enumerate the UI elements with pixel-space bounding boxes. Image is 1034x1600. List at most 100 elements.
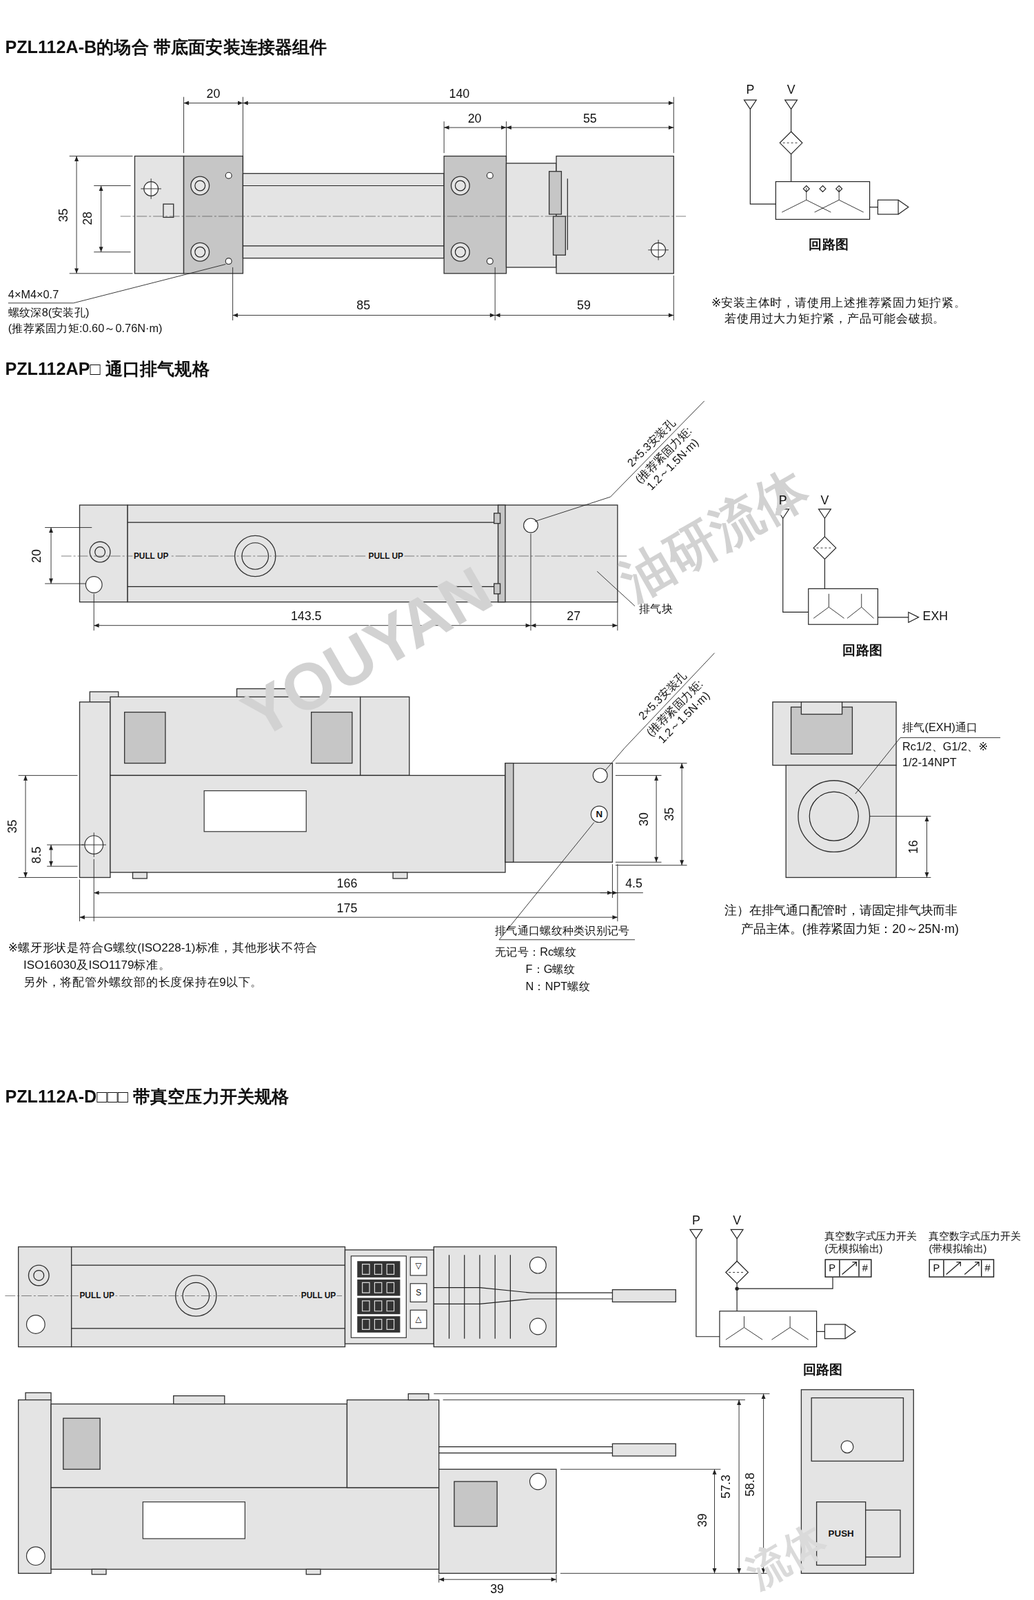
- dimension-line: [51, 528, 52, 584]
- dimension-value: 39: [696, 1513, 711, 1528]
- port-exhaust-side-view: [505, 763, 514, 864]
- pressure-switch-top-view: [433, 1288, 613, 1305]
- circuit-symbol: [783, 142, 800, 144]
- thread-code: F：G螺纹: [525, 962, 575, 977]
- port-exhaust-end-view: [772, 702, 897, 879]
- dimension-line: [714, 1469, 715, 1574]
- port-exhaust-top-view: [79, 505, 128, 603]
- circuit-symbol: [776, 509, 919, 625]
- circuit-symbol: [790, 108, 792, 132]
- dimension-line: [869, 816, 932, 879]
- circuit-symbol: [877, 199, 899, 215]
- bottom-mount-view: [195, 180, 206, 191]
- dimension-line: [232, 267, 675, 321]
- dimension-value: 20: [31, 549, 45, 564]
- dimension-line: [69, 156, 134, 274]
- dimension-line: [232, 315, 496, 316]
- pressure-switch-top-view: [71, 1247, 346, 1347]
- section-heading: PZL112A-D□□□ 带真空压力开关规格: [4, 1087, 289, 1108]
- port-exhaust-side-view: [590, 806, 608, 824]
- pressure-switch-top-view: [18, 1247, 72, 1347]
- port-label: P: [692, 1214, 701, 1229]
- circuit-symbol: [719, 1311, 817, 1348]
- dimension-line: [530, 625, 618, 626]
- circuit-caption: 回路图: [842, 643, 883, 660]
- circuit-symbol: [908, 612, 919, 623]
- section-heading: PZL112AP□ 通口排气规格: [4, 359, 209, 380]
- pressure-switch-top-view: [350, 1256, 407, 1338]
- switch-contact: [841, 1262, 857, 1276]
- dimension-value: 55: [582, 112, 599, 127]
- circuit-symbol: [725, 1261, 749, 1285]
- port-exhaust-top-view: [85, 576, 103, 594]
- port-label: EXH: [923, 610, 949, 625]
- pressure-switch-side-view: [612, 1444, 676, 1457]
- dimension-value: 35: [663, 807, 678, 822]
- pressure-switch-side-view: [454, 1482, 498, 1527]
- circuit-junction: [734, 1287, 739, 1292]
- port-label: P: [825, 1260, 840, 1278]
- port-label: P: [929, 1260, 944, 1278]
- circuit-symbol: [813, 536, 837, 560]
- switch-contact: [962, 1261, 981, 1276]
- circuit-symbol: [690, 1229, 703, 1239]
- port-exhaust-top-view: [61, 505, 628, 603]
- dimension-line: [505, 127, 674, 129]
- circuit-symbol: [898, 199, 909, 215]
- dimension-line: [51, 845, 52, 867]
- pressure-switch-top-view: [71, 1265, 346, 1330]
- pressure-switch-side-view: [91, 1569, 107, 1575]
- bottom-mount-view: [549, 171, 562, 215]
- pressure-switch-side-view: [18, 1393, 677, 1576]
- pressure-switch-top-view: [410, 1284, 427, 1303]
- circuit-symbol: [816, 548, 834, 549]
- bottom-mount-view: [553, 216, 566, 256]
- body-marking: PULL UP: [132, 551, 169, 562]
- dimension-line: [184, 102, 244, 104]
- dimension-line: [600, 892, 613, 894]
- dimension-line: [184, 97, 675, 172]
- note-text: 产品主体。(推荐紧固力矩：20～25N·m): [741, 923, 959, 937]
- dimension-line: [46, 845, 84, 867]
- circuit-symbol: [824, 559, 826, 589]
- dimension-line: [443, 127, 506, 129]
- bottom-mount-view: [556, 156, 674, 274]
- circuit-symbol: [730, 1229, 744, 1239]
- circuit-caption: 回路图: [808, 237, 849, 253]
- switch-contact: [839, 1261, 859, 1276]
- dimension-value: 16: [907, 840, 922, 855]
- callout-text: Rc1/2、G1/2、※: [902, 741, 988, 755]
- pressure-switch-top-view: [26, 1315, 45, 1335]
- bottom-mount-view: [225, 258, 232, 265]
- dimension-line: [433, 1394, 770, 1575]
- dimension-line: [439, 1579, 557, 1581]
- pressure-switch-top-view: [33, 1271, 45, 1282]
- dimension-value: 175: [335, 902, 359, 917]
- dimension-line: [79, 859, 617, 922]
- port-exhaust-side-view: [204, 791, 307, 833]
- dimension-line: [855, 738, 1001, 879]
- thread-code: N：NPT螺纹: [525, 980, 591, 995]
- port-exhaust-side-view: [360, 696, 410, 776]
- thread-code: N: [594, 809, 604, 820]
- dimension-line: [615, 763, 688, 866]
- pressure-switch-end-view: [865, 1511, 901, 1558]
- circuit-symbol: [808, 588, 879, 625]
- bottom-mount-view: [454, 180, 466, 191]
- circuit-symbol: [749, 108, 776, 205]
- bottom-mount-view: [567, 178, 569, 251]
- body-marking: PULL UP: [299, 1291, 337, 1302]
- port-exhaust-top-view: [498, 505, 618, 603]
- pressure-switch-top-view: [410, 1257, 427, 1276]
- dimension-value: 140: [448, 87, 471, 102]
- pressure-switch-symbol: 真空数字式压力开关 (无模拟输出)P#: [824, 1231, 923, 1279]
- callout-text: 1/2-14NPT: [902, 756, 957, 770]
- switch-contact: [945, 1262, 961, 1276]
- dimension-line: [926, 816, 928, 879]
- part-name: 排气块: [639, 603, 673, 617]
- bottom-mount-view: [242, 173, 444, 259]
- bottom-mount-view: [242, 185, 444, 246]
- dimension-line: [8, 264, 226, 304]
- port-exhaust-side-view: [505, 763, 613, 864]
